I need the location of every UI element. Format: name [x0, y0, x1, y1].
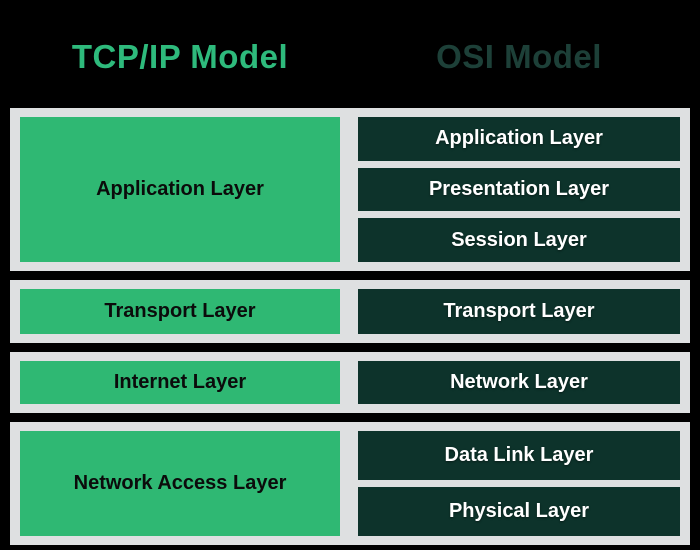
osi-application-layer-box: Application Layer — [358, 117, 680, 161]
osi-presentation-layer-box: Presentation Layer — [358, 167, 680, 212]
layer-group-network-access: Network Access Layer Data Link Layer Phy… — [10, 422, 690, 545]
tcpip-application-layer-box: Application Layer — [20, 117, 340, 262]
osi-column-application: Application Layer Presentation Layer Ses… — [358, 117, 680, 263]
osi-column-network-access: Data Link Layer Physical Layer — [358, 431, 680, 536]
osi-data-link-layer-box: Data Link Layer — [358, 431, 680, 480]
tcpip-transport-layer-box: Transport Layer — [20, 289, 340, 334]
osi-physical-layer-box: Physical Layer — [358, 487, 680, 536]
osi-column-transport: Transport Layer — [358, 289, 680, 334]
osi-model-title: OSI Model — [436, 38, 602, 75]
layer-group-application: Application Layer Application Layer Pres… — [10, 108, 690, 271]
osi-session-layer-box: Session Layer — [358, 218, 680, 263]
layer-group-transport: Transport Layer Transport Layer — [10, 280, 690, 343]
tcpip-model-title: TCP/IP Model — [71, 38, 289, 75]
osi-column-network: Network Layer — [358, 361, 680, 404]
layer-group-internet: Internet Layer Network Layer — [10, 352, 690, 413]
osi-network-layer-box: Network Layer — [358, 361, 680, 404]
tcpip-internet-layer-box: Internet Layer — [20, 361, 340, 404]
osi-transport-layer-box: Transport Layer — [358, 289, 680, 334]
tcpip-network-access-layer-box: Network Access Layer — [20, 431, 340, 536]
